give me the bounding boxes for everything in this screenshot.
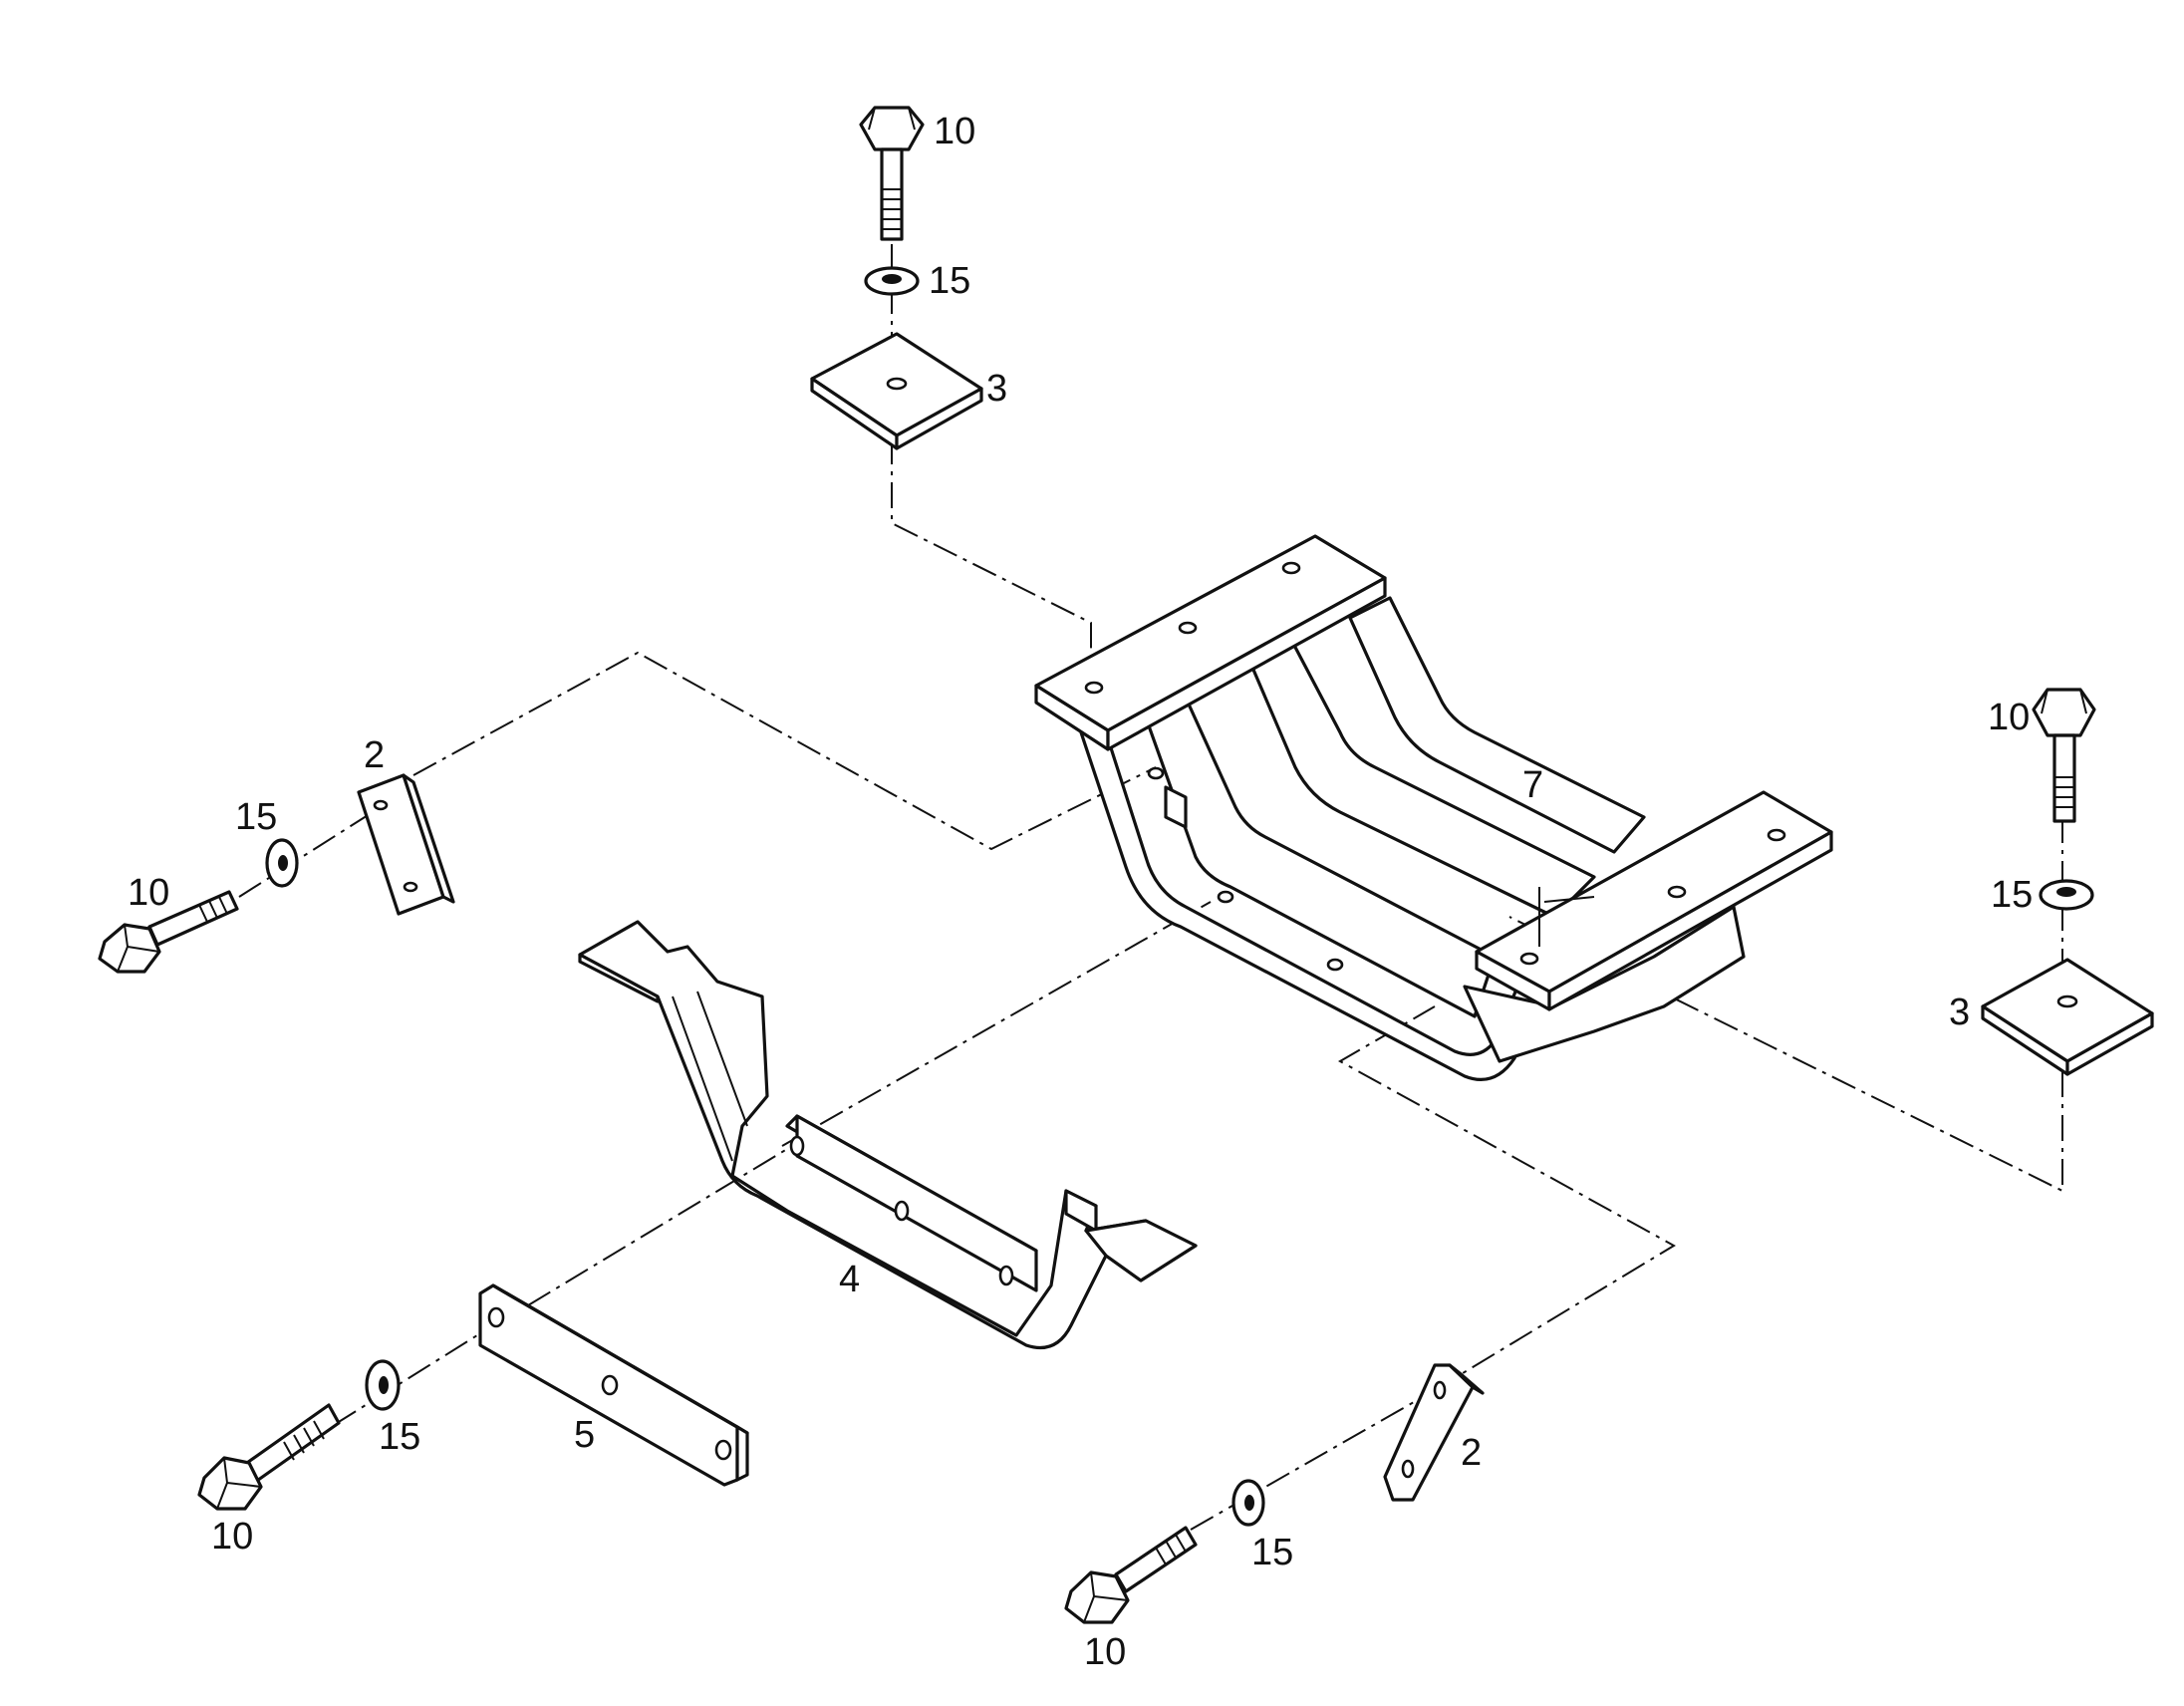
left-bolt	[98, 890, 239, 974]
flat-bar	[478, 1283, 749, 1487]
right-bolt	[2032, 688, 2096, 823]
callout-top-bolt: 10	[934, 111, 975, 152]
leader-bottom-right-bolt	[1190, 1389, 1436, 1531]
callout-right-bolt: 10	[1988, 697, 2030, 738]
top-plate	[810, 332, 983, 450]
leader-flatbar-to-bracket	[527, 1145, 793, 1306]
callout-bottom-left-bolt: 10	[211, 1516, 253, 1558]
left-washer	[265, 838, 299, 888]
leader-bracket-to-cradle	[781, 901, 1212, 1147]
bottom-left-washer	[365, 1359, 401, 1411]
cradle-top-plate	[1034, 534, 1387, 732]
callout-top-washer: 15	[929, 260, 970, 302]
leader-top-plate-to-cradle	[891, 438, 1092, 658]
callout-right-washer: 15	[1991, 874, 2033, 916]
callout-bracket: 4	[839, 1259, 860, 1300]
top-washer	[864, 266, 920, 296]
leader-right-plate-to-cradle	[1508, 916, 2063, 1193]
callout-bottom-left-washer: 15	[379, 1416, 420, 1458]
right-plate	[1981, 958, 2154, 1076]
leader-left-bolt-to-strap	[238, 804, 385, 898]
top-fastener-stack	[810, 106, 983, 450]
callout-cradle: 7	[1522, 764, 1543, 806]
top-bolt	[859, 106, 925, 241]
callout-left-washer: 15	[235, 796, 277, 838]
cradle-assembly	[1034, 534, 1833, 1081]
leader-bottom-left-bolt	[333, 1324, 494, 1426]
callout-top-plate: 3	[986, 368, 1007, 410]
cradle-right-channel	[1348, 596, 1646, 854]
right-fastener-stack	[1981, 688, 2154, 1076]
bracket	[578, 920, 1198, 1350]
left-fastener-stack	[98, 773, 455, 974]
callout-flat-bar: 5	[574, 1414, 595, 1456]
cradle-front-rail	[1164, 785, 1188, 829]
left-strap	[357, 773, 455, 916]
callout-bottom-right-washer: 15	[1251, 1532, 1293, 1573]
callout-left-bolt: 10	[128, 872, 169, 914]
cradle-right-leg	[1463, 905, 1746, 1063]
right-washer	[2039, 879, 2094, 911]
bottom-left-bolt	[197, 1403, 341, 1511]
bottom-left-fastener-stack	[197, 1359, 401, 1511]
callout-bottom-right-bolt: 10	[1084, 1631, 1126, 1673]
callout-left-strap: 2	[364, 734, 385, 776]
leader-left-strap-to-cradle	[412, 651, 1157, 851]
callout-right-plate: 3	[1949, 992, 1970, 1033]
bottom-right-fastener-stack	[1064, 1363, 1485, 1624]
callout-labels: 10 15 3 2 15 10 7 10 15 3 4 5 15 10 2 15…	[128, 111, 2033, 1673]
callout-bottom-right-strap: 2	[1461, 1432, 1482, 1474]
bottom-right-washer	[1231, 1479, 1265, 1527]
bottom-right-strap	[1383, 1363, 1485, 1502]
bottom-right-bolt	[1064, 1526, 1198, 1624]
